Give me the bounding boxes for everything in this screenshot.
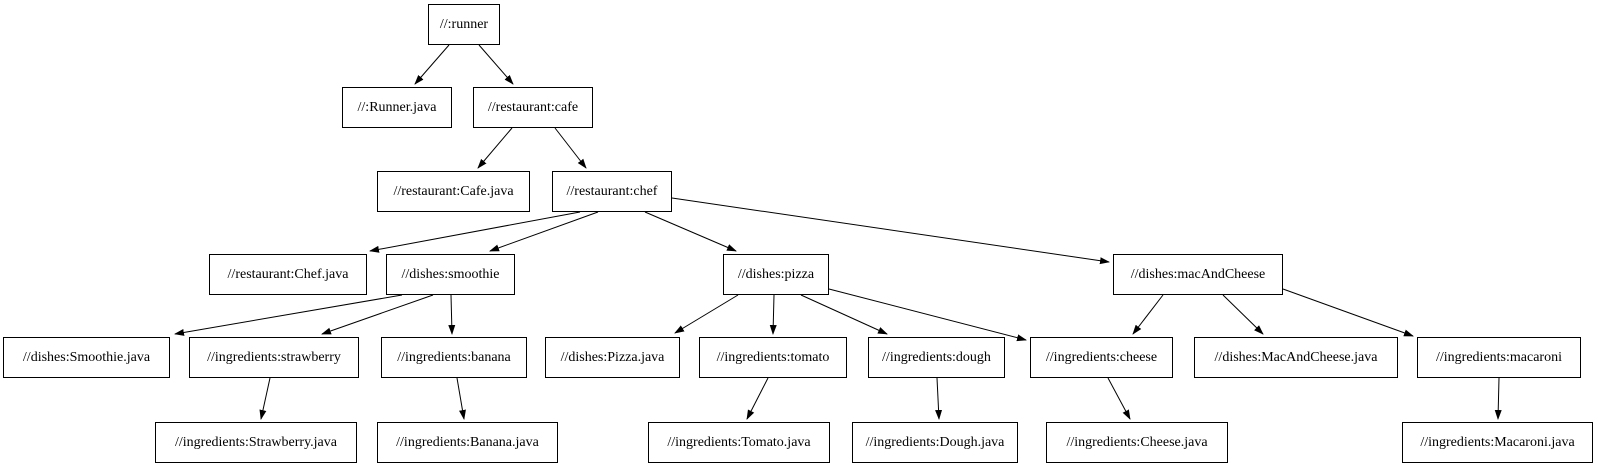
edge-pizza-to-pizza-java [674,294,739,334]
edge-macaroni-to-macaroni-java [1494,377,1502,420]
edge-dough-to-dough-java [935,377,943,420]
graph-node-chef: //restaurant:chef [552,171,672,212]
edge-group [174,44,1502,420]
edge-chef-to-smoothie [489,211,599,252]
edge-smoothie-to-strawberry [321,294,434,335]
edge-chef-to-chef-java [369,211,581,253]
graph-node-cafe: //restaurant:cafe [473,87,593,128]
edge-smoothie-to-smoothie-java [174,294,403,336]
graph-node-pizza-java: //dishes:Pizza.java [545,337,680,378]
graph-node-macaroni-java: //ingredients:Macaroni.java [1402,422,1593,463]
edge-macandcheese-to-cheese [1132,294,1164,335]
graph-node-pizza: //dishes:pizza [723,254,829,295]
graph-node-strawberry-java: //ingredients:Strawberry.java [155,422,357,463]
graph-node-smoothie-java: //dishes:Smoothie.java [3,337,170,378]
edge-chef-to-macandcheese [671,197,1110,265]
edge-smoothie-to-banana [448,294,456,335]
graph-node-macaroni: //ingredients:macaroni [1417,337,1581,378]
graph-node-cafe-java: //restaurant:Cafe.java [377,171,530,212]
graph-node-cheese-java: //ingredients:Cheese.java [1046,422,1228,463]
graph-node-runner-java: //:Runner.java [342,87,452,128]
edge-macandcheese-to-macandcheese-java [1222,294,1264,335]
graph-node-strawberry: //ingredients:strawberry [189,337,359,378]
edge-banana-to-banana-java [456,377,466,420]
edge-macandcheese-to-macaroni [1282,288,1414,337]
graph-node-smoothie: //dishes:smoothie [386,254,515,295]
graph-node-banana-java: //ingredients:Banana.java [377,422,558,463]
graph-node-runner: //:runner [428,4,500,45]
edge-tomato-to-tomato-java [746,377,769,420]
graph-node-macandcheese: //dishes:macAndCheese [1113,254,1283,295]
graph-node-macandcheese-java: //dishes:MacAndCheese.java [1194,337,1398,378]
edge-cafe-to-cafe-java [477,127,513,169]
graph-node-cheese: //ingredients:cheese [1030,337,1173,378]
graph-node-tomato: //ingredients:tomato [699,337,847,378]
edge-runner-to-cafe [478,44,514,85]
edge-chef-to-pizza [644,211,737,252]
graph-node-tomato-java: //ingredients:Tomato.java [648,422,830,463]
graph-node-dough: //ingredients:dough [868,337,1005,378]
graph-node-chef-java: //restaurant:Chef.java [209,254,367,295]
edge-pizza-to-cheese [828,288,1027,342]
edge-cheese-to-cheese-java [1107,377,1131,420]
edge-pizza-to-dough [800,294,888,335]
edge-runner-to-runner-java [414,44,450,85]
edge-cafe-to-chef [554,127,587,169]
edge-strawberry-to-strawberry-java [259,377,271,420]
graph-node-dough-java: //ingredients:Dough.java [852,422,1018,463]
graph-node-banana: //ingredients:banana [381,337,527,378]
edge-pizza-to-tomato [769,294,777,335]
